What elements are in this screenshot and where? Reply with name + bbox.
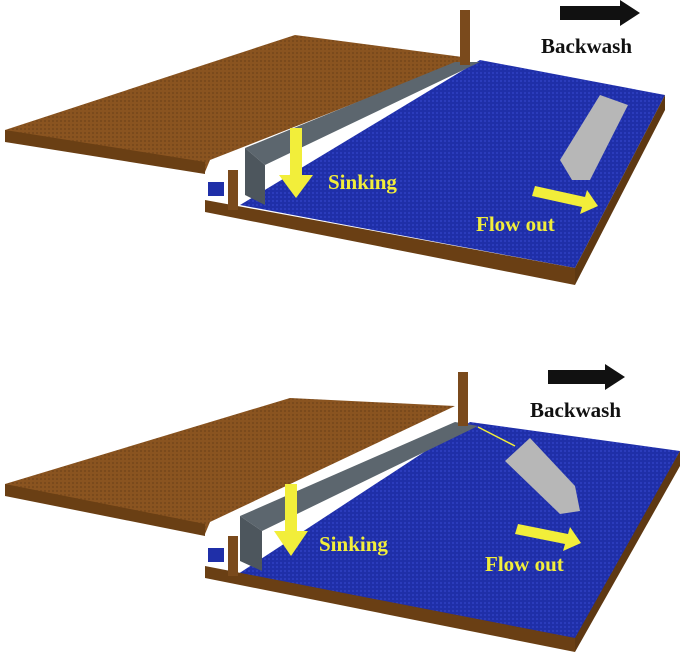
soil-base-right [575, 451, 680, 652]
left-pillar [228, 170, 238, 210]
sinking-wall [245, 62, 480, 165]
land-front-edge [5, 130, 205, 174]
panel-bottom: Backwash Sinking Flow out [0, 326, 685, 652]
flow-out-label: Flow out [476, 212, 555, 236]
sinking-label: Sinking [328, 170, 397, 194]
sinking-wall-front [240, 516, 262, 571]
land-surface [5, 35, 470, 172]
left-gap-water [208, 548, 224, 562]
sinking-arrow-icon [279, 128, 313, 198]
sinking-arrow-icon [274, 484, 308, 556]
panel-top: Backwash Sinking Flow out [0, 0, 685, 326]
soil-base-front [205, 200, 575, 285]
sinking-wall-front [245, 148, 265, 205]
debris-block [505, 438, 580, 514]
post [458, 372, 468, 426]
backwash-label: Backwash [530, 398, 622, 422]
water-surface [235, 422, 680, 646]
water-surface [240, 60, 665, 268]
backwash-arrow-icon [548, 364, 625, 390]
flow-out-arrow-icon [532, 186, 598, 214]
left-pillar [228, 536, 238, 576]
sinking-wall [240, 422, 478, 531]
flow-out-arrow-icon [515, 524, 581, 551]
backwash-arrow-icon [560, 0, 640, 26]
flow-out-label: Flow out [485, 552, 564, 576]
left-gap-water [208, 182, 224, 196]
soil-base-front [205, 566, 575, 652]
scene-top-drawing [5, 0, 665, 285]
scene-bottom-drawing [5, 364, 680, 652]
land-surface [5, 398, 455, 534]
debris-block [560, 95, 628, 180]
post [460, 10, 470, 65]
backwash-label: Backwash [541, 34, 633, 58]
land-front-edge [5, 484, 205, 536]
sinking-label: Sinking [319, 532, 388, 556]
soil-base-right [575, 95, 665, 285]
tether-line [477, 426, 516, 447]
